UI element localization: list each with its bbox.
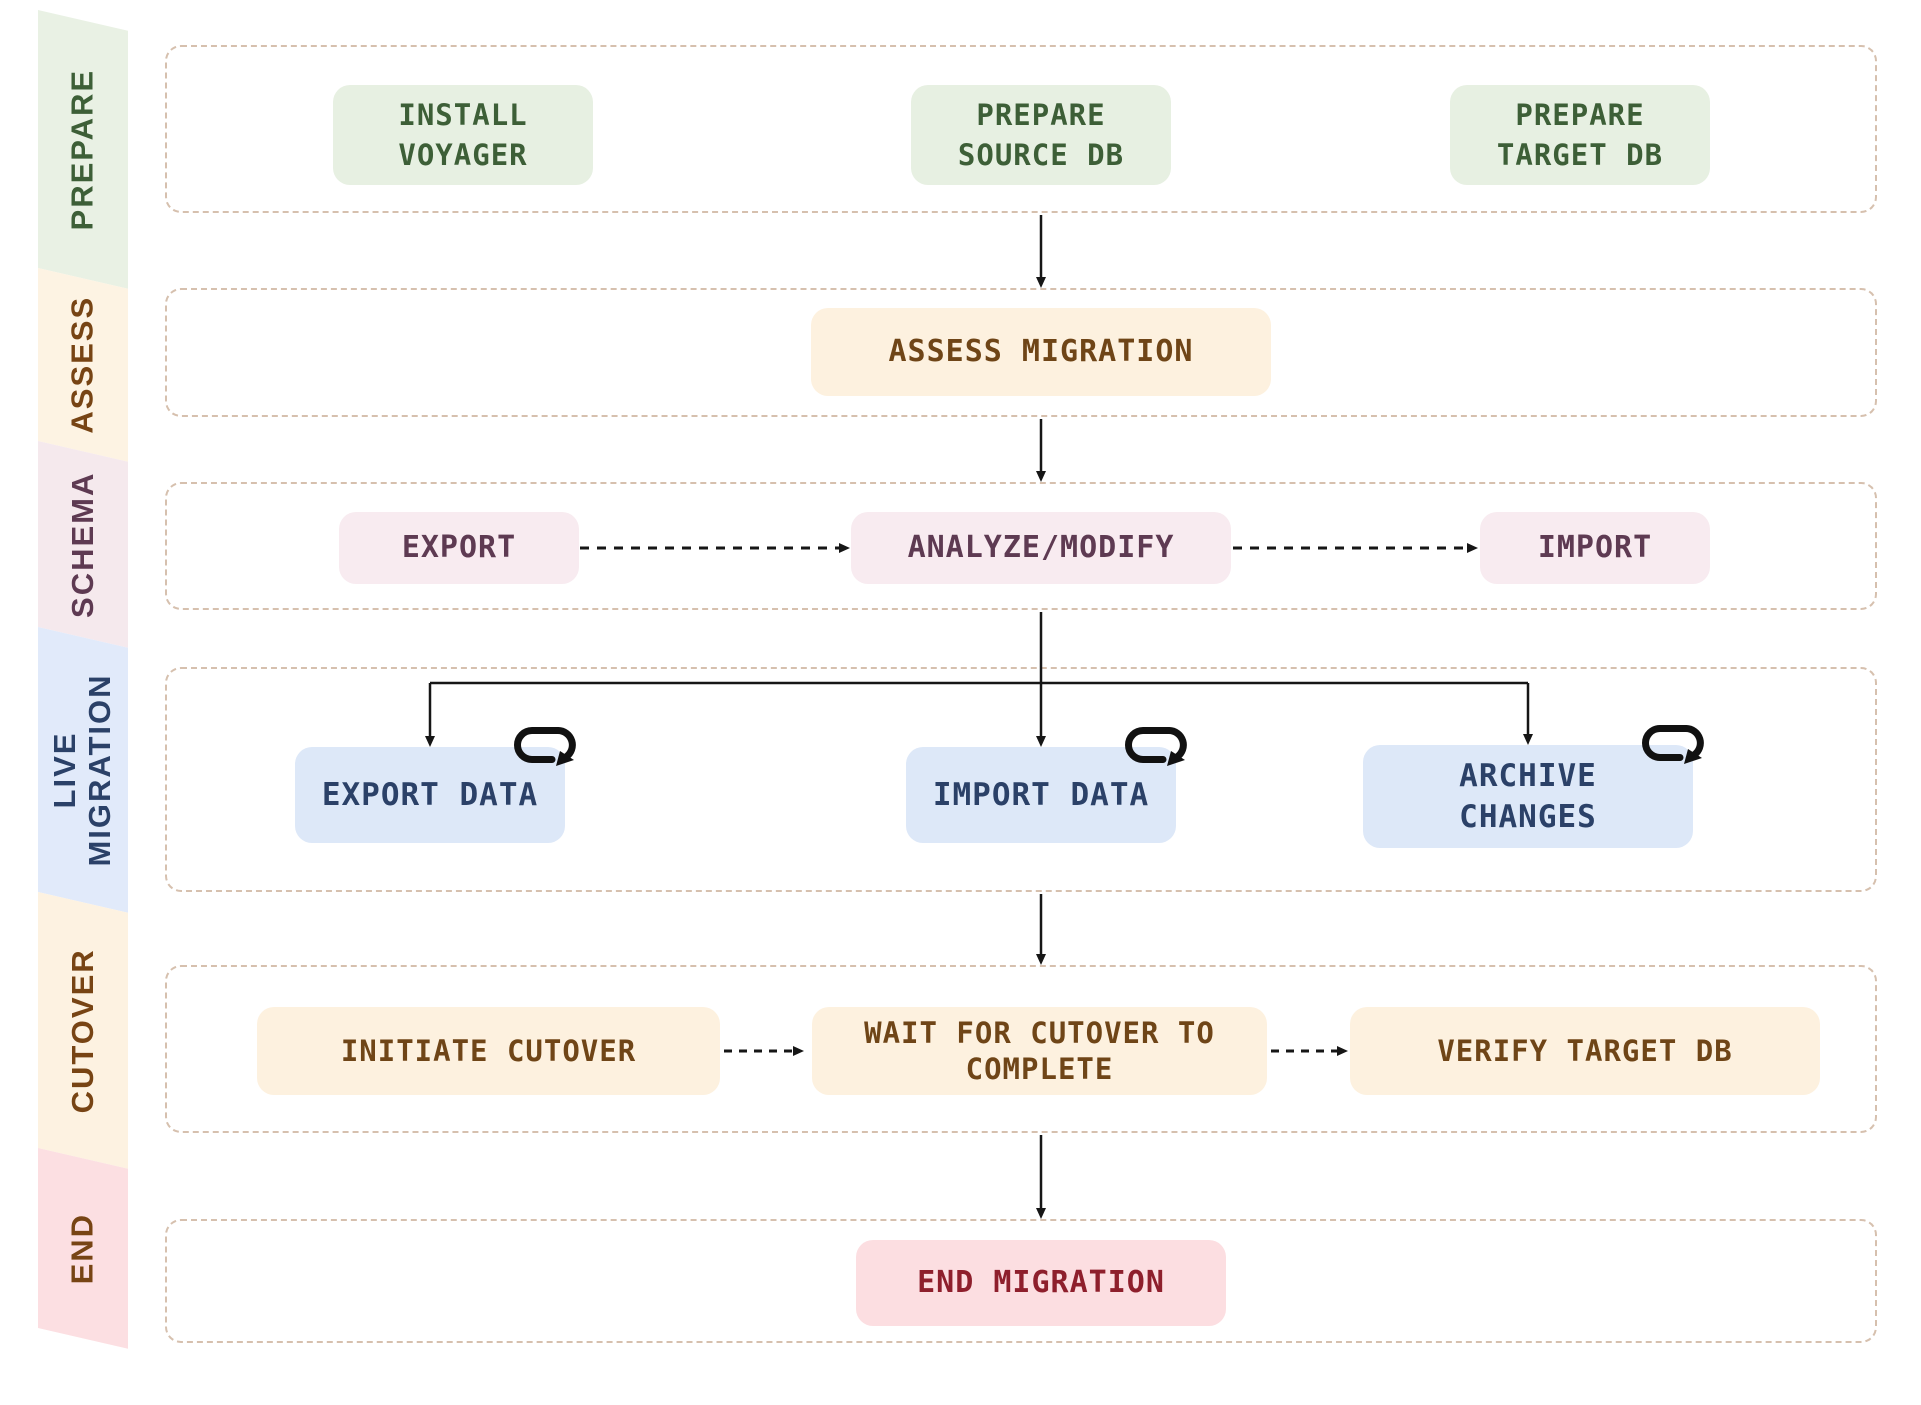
sidebar-label-assess: ASSESS bbox=[64, 295, 100, 434]
node-verify-target-db: VERIFY TARGET DB bbox=[1350, 1007, 1820, 1095]
node-end-migration: END MIGRATION bbox=[856, 1240, 1226, 1326]
node-export-data: EXPORT DATA bbox=[295, 747, 565, 843]
sidebar-label-live-migration: LIVE MIGRATION bbox=[47, 673, 118, 867]
sidebar-band-end: END bbox=[38, 1148, 128, 1349]
repeat-loop-icon bbox=[514, 727, 576, 766]
sidebar-label-prepare: PREPARE bbox=[64, 68, 100, 231]
sidebar-band-prepare: PREPARE bbox=[38, 10, 128, 289]
node-prepare-source-db: PREPARE SOURCE DB bbox=[911, 85, 1171, 185]
sidebar-label-schema: SCHEMA bbox=[64, 471, 100, 618]
node-export-schema: EXPORT bbox=[339, 512, 579, 584]
sidebar-band-cutover: CUTOVER bbox=[38, 892, 128, 1169]
node-initiate-cutover: INITIATE CUTOVER bbox=[257, 1007, 720, 1095]
phase-sidebar: PREPARE ASSESS SCHEMA LIVE MIGRATION CUT… bbox=[38, 10, 128, 1349]
sidebar-band-assess: ASSESS bbox=[38, 268, 128, 462]
repeat-loop-icon bbox=[1642, 725, 1704, 764]
node-import-schema: IMPORT bbox=[1480, 512, 1710, 584]
sidebar-band-schema: SCHEMA bbox=[38, 441, 128, 648]
sidebar-band-live-migration: LIVE MIGRATION bbox=[38, 627, 128, 913]
node-prepare-target-db: PREPARE TARGET DB bbox=[1450, 85, 1710, 185]
node-wait-for-cutover: WAIT FOR CUTOVER TO COMPLETE bbox=[812, 1007, 1267, 1095]
node-install-voyager: INSTALL VOYAGER bbox=[333, 85, 593, 185]
sidebar-label-end: END bbox=[64, 1212, 100, 1285]
repeat-loop-icon bbox=[1125, 727, 1187, 766]
sidebar-label-cutover: CUTOVER bbox=[64, 947, 100, 1113]
node-import-data: IMPORT DATA bbox=[906, 747, 1176, 843]
node-archive-changes: ARCHIVE CHANGES bbox=[1363, 745, 1693, 848]
node-assess-migration: ASSESS MIGRATION bbox=[811, 308, 1271, 396]
node-analyze-modify: ANALYZE/MODIFY bbox=[851, 512, 1231, 584]
